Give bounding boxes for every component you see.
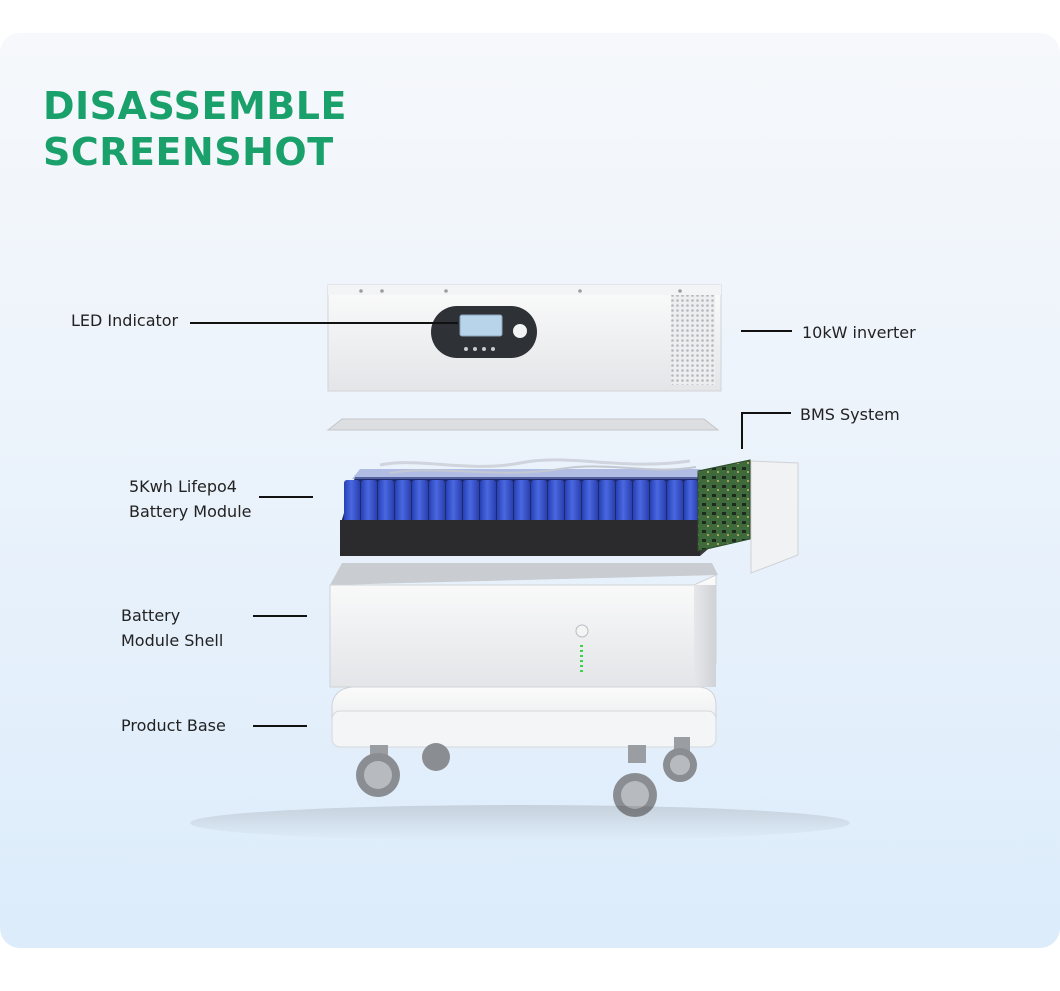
- leader-line-battery-module: [259, 496, 313, 498]
- leader-line-product-base: [253, 725, 307, 727]
- label-product-base: Product Base: [121, 716, 226, 735]
- leader-line-led-indicator: [190, 322, 458, 324]
- leader-line-inverter: [741, 330, 792, 332]
- label-battery-module-line-2: Battery Module: [129, 502, 252, 521]
- battery-cell-stack: [340, 458, 714, 556]
- side-cover-panel: [750, 460, 799, 574]
- leader-line-shell: [253, 615, 307, 617]
- label-battery-module-shell: Battery Module Shell: [121, 603, 223, 653]
- top-cover-plate: [326, 418, 720, 431]
- title-line-2: SCREENSHOT: [43, 130, 334, 174]
- label-battery-module-line-1: 5Kwh Lifepo4: [129, 477, 237, 496]
- leader-line-bms-horizontal: [741, 412, 791, 414]
- label-shell-line-1: Battery: [121, 606, 181, 625]
- label-led-indicator: LED Indicator: [71, 311, 179, 330]
- exploded-product-illustration: [190, 284, 850, 841]
- bms-board: [697, 459, 751, 552]
- label-shell-line-2: Module Shell: [121, 631, 224, 650]
- diagram-card: DISASSEMBLE SCREENSHOT: [0, 33, 1060, 948]
- page-title: DISASSEMBLE SCREENSHOT: [43, 83, 347, 175]
- label-10kw-inverter: 10kW inverter: [802, 323, 916, 342]
- product-base-illustration: [190, 686, 850, 841]
- label-bms-system: BMS System: [800, 405, 900, 424]
- leader-line-bms-vertical: [741, 412, 743, 449]
- inverter-unit: [327, 284, 722, 392]
- label-battery-module: 5Kwh Lifepo4 Battery Module: [129, 474, 251, 524]
- title-line-1: DISASSEMBLE: [43, 84, 347, 128]
- battery-module-shell-illustration: [329, 563, 718, 688]
